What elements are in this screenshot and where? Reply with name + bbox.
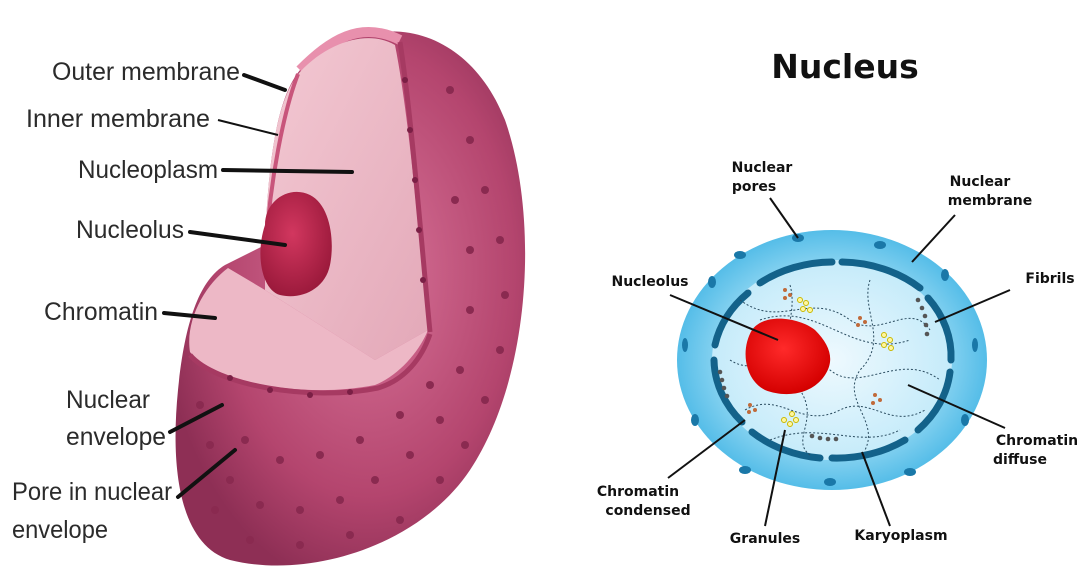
- label-granules: Granules: [730, 531, 800, 547]
- label-nuclear-envelope-line1: Nuclear: [66, 386, 150, 414]
- label-nucleolus: Nucleolus: [76, 216, 184, 244]
- label-chromatin-diffuse-line2: diffuse: [993, 452, 1047, 468]
- nucleus-schematic: [677, 230, 987, 490]
- label-pore-line1: Pore in nuclear: [12, 478, 172, 506]
- right-title: Nucleus: [771, 47, 919, 86]
- label-chromatin-condensed-line2: condensed: [605, 503, 690, 519]
- label-chromatin: Chromatin: [44, 298, 158, 326]
- label-chromatin-condensed-line1: Chromatin: [597, 484, 679, 500]
- label-nuclear-pores-line2: pores: [732, 179, 776, 195]
- label-inner-membrane: Inner membrane: [26, 105, 210, 133]
- label-nuclear-envelope-line2: envelope: [66, 423, 166, 451]
- label-nuclear-membrane-line1: Nuclear: [950, 174, 1011, 190]
- label-nuclear-pores-line1: Nuclear: [732, 160, 793, 176]
- nucleus-cutaway-illustration: [176, 31, 526, 565]
- label-nuclear-membrane-line2: membrane: [948, 193, 1033, 209]
- label-nucleolus: Nucleolus: [612, 274, 689, 290]
- label-pore-line2: envelope: [12, 516, 108, 544]
- label-outer-membrane: Outer membrane: [52, 58, 240, 86]
- label-chromatin-diffuse-line1: Chromatin: [996, 433, 1078, 449]
- label-fibrils: Fibrils: [1025, 271, 1074, 287]
- label-nucleoplasm: Nucleoplasm: [78, 156, 218, 184]
- label-karyoplasm: Karyoplasm: [854, 528, 947, 544]
